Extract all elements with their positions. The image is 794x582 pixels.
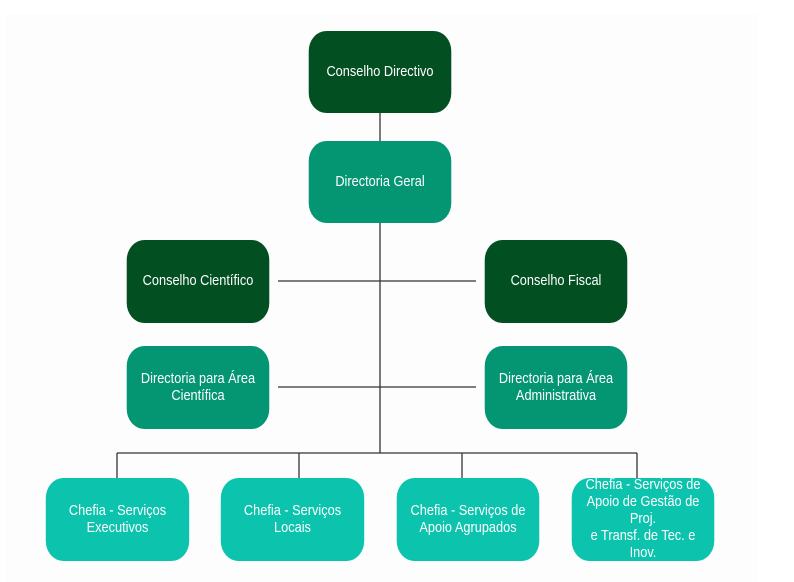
node-label: Chefia - Serviços de Apoio de Gestão de … — [585, 477, 701, 561]
node-label: Directoria para Área Administrativa — [498, 370, 614, 404]
node-directoria-area-cientifica[interactable]: Directoria para Área Científica — [126, 346, 270, 429]
node-conselho-cientifico[interactable]: Conselho Científico — [126, 240, 270, 323]
node-label: Chefia - Serviços Executivos — [68, 502, 167, 536]
node-directoria-geral[interactable]: Directoria Geral — [308, 141, 452, 223]
node-chefia-servicos-apoio-agrupados[interactable]: Chefia - Serviços de Apoio Agrupados — [396, 478, 540, 561]
node-directoria-area-administrativa[interactable]: Directoria para Área Administrativa — [484, 346, 628, 429]
node-label: Conselho Científico — [142, 273, 254, 289]
node-chefia-servicos-locais[interactable]: Chefia - Serviços Locais — [220, 478, 365, 561]
node-conselho-directivo[interactable]: Conselho Directivo — [308, 31, 452, 113]
node-label: Chefia - Serviços de Apoio Agrupados — [410, 502, 526, 536]
node-label: Directoria para Área Científica — [140, 370, 256, 404]
node-chefia-servicos-apoio-gestao[interactable]: Chefia - Serviços de Apoio de Gestão de … — [571, 477, 715, 561]
node-label: Conselho Directivo — [326, 63, 434, 80]
node-label: Directoria Geral — [335, 173, 425, 190]
node-chefia-servicos-executivos[interactable]: Chefia - Serviços Executivos — [45, 478, 190, 561]
node-label: Conselho Fiscal — [510, 273, 602, 289]
node-label: Chefia - Serviços Locais — [243, 502, 342, 536]
node-conselho-fiscal[interactable]: Conselho Fiscal — [484, 240, 628, 323]
